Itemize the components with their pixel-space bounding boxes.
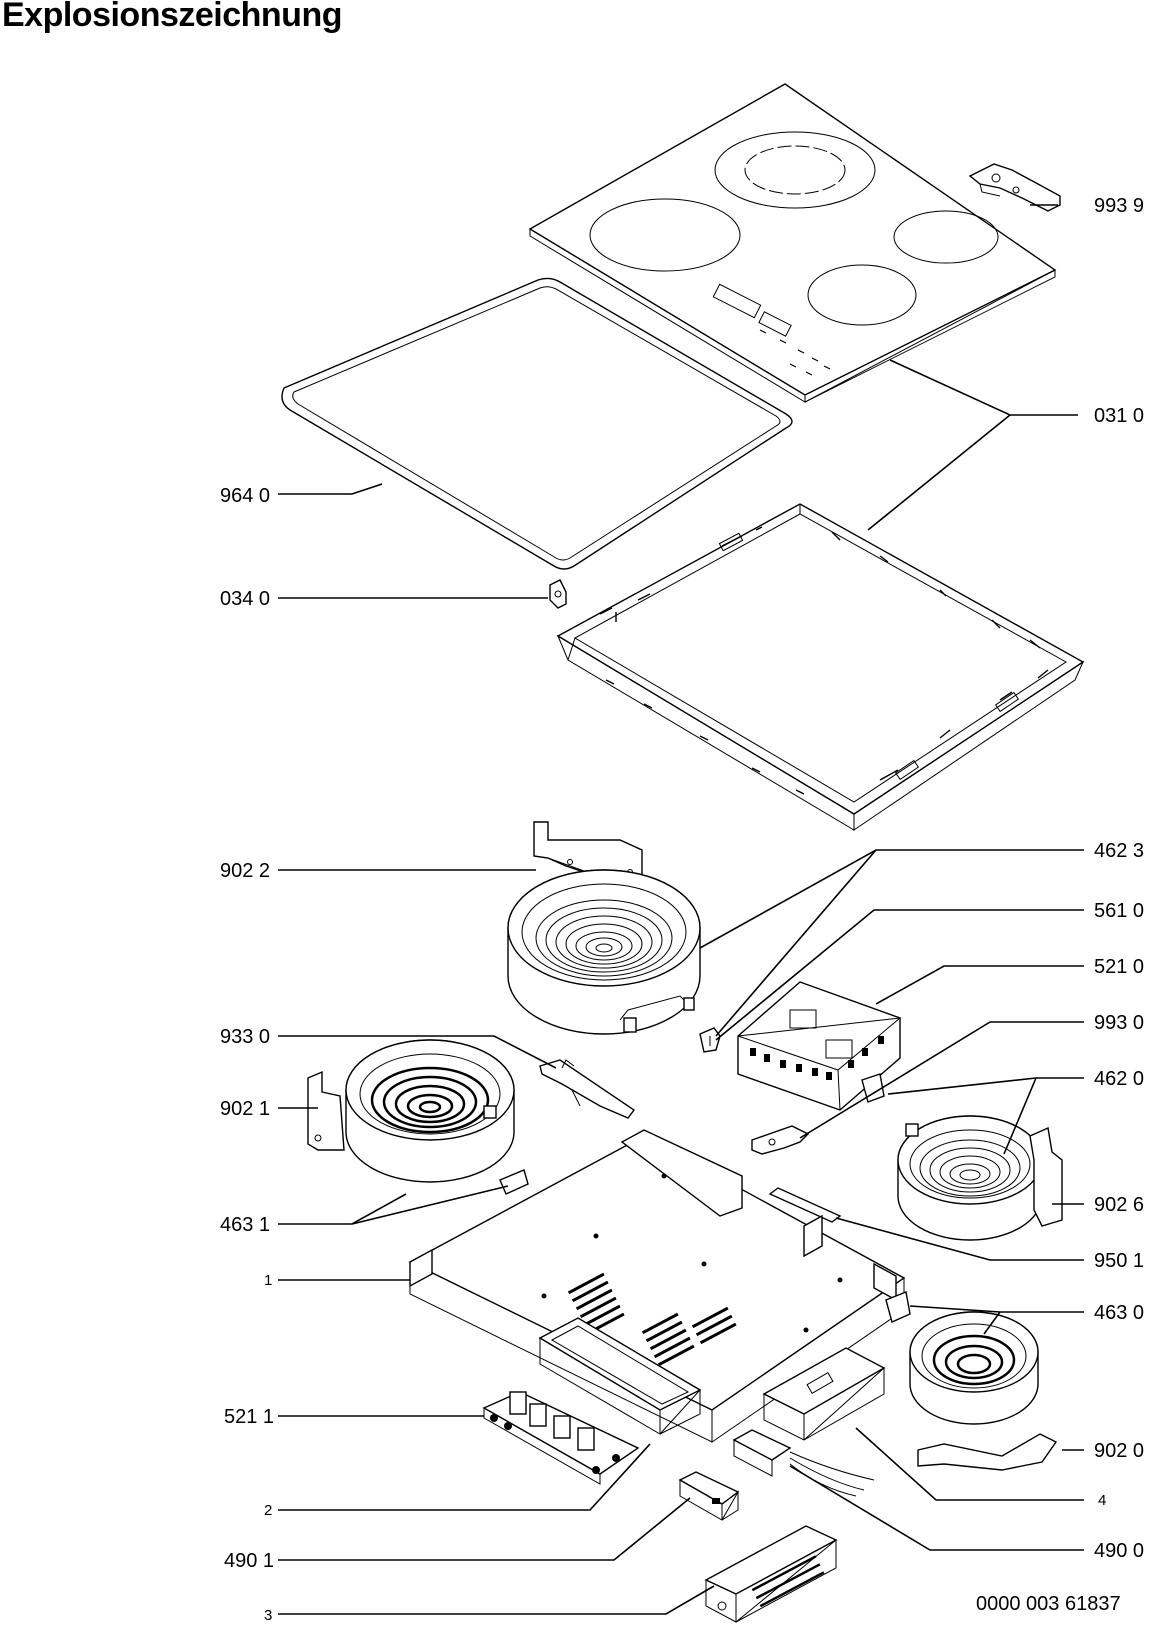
label-463-1: 463 1 <box>220 1214 270 1236</box>
label-034-0: 034 0 <box>220 588 270 610</box>
heating-element-large <box>507 869 701 1035</box>
label-490-0: 490 0 <box>1094 1540 1144 1562</box>
mounting-clip <box>751 1125 810 1155</box>
label-902-6: 902 6 <box>1094 1194 1144 1216</box>
label-490-1: 490 1 <box>224 1550 274 1572</box>
label-964-0: 964 0 <box>220 485 270 507</box>
clip-part <box>968 163 1061 212</box>
document-number: 0000 003 61837 <box>976 1593 1121 1615</box>
label-521-0: 521 0 <box>1094 956 1144 978</box>
heating-element-small <box>885 1291 1058 1471</box>
electronics-holder <box>762 1347 886 1441</box>
label-902-1: 902 1 <box>220 1098 270 1120</box>
heating-element-left <box>307 1039 529 1195</box>
heating-element-right <box>861 1073 1063 1241</box>
label-561-0: 561 0 <box>1094 900 1144 922</box>
label-521-1: 521 1 <box>224 1406 274 1428</box>
ceramic-glass-top <box>528 83 1057 403</box>
label-993-0: 993 0 <box>1094 1012 1144 1034</box>
label-902-0: 902 0 <box>1094 1440 1144 1462</box>
power-board <box>482 1391 640 1485</box>
relay-module <box>678 1471 740 1521</box>
part-labels: 993 9 031 0 964 0 034 0 902 2 462 3 561 … <box>220 195 1144 1624</box>
base-tray <box>408 1129 906 1443</box>
label-031-0: 031 0 <box>1094 405 1144 427</box>
label-462-3: 462 3 <box>1094 840 1144 862</box>
support-frame <box>556 503 1085 831</box>
retaining-clip <box>549 579 567 609</box>
label-462-0: 462 0 <box>1094 1068 1144 1090</box>
label-4: 4 <box>1098 1492 1106 1509</box>
insulation-strip <box>768 1187 842 1223</box>
label-3: 3 <box>264 1607 272 1624</box>
label-933-0: 933 0 <box>220 1026 270 1048</box>
mains-connector <box>732 1429 875 1497</box>
label-463-0: 463 0 <box>1094 1302 1144 1324</box>
label-950-1: 950 1 <box>1094 1250 1144 1272</box>
label-902-2: 902 2 <box>220 860 270 882</box>
wire-holder <box>539 1059 636 1119</box>
label-993-9: 993 9 <box>1094 195 1144 217</box>
control-module <box>737 981 902 1111</box>
label-1: 1 <box>264 1272 272 1289</box>
leader-lines <box>278 204 1084 1615</box>
sealing-frame <box>281 277 793 570</box>
page-title: Explosionszeichnung <box>2 0 342 34</box>
terminal-connector <box>699 1027 721 1053</box>
terminal-housing <box>704 1525 838 1623</box>
cover-box <box>538 1317 702 1435</box>
label-2: 2 <box>264 1502 272 1519</box>
